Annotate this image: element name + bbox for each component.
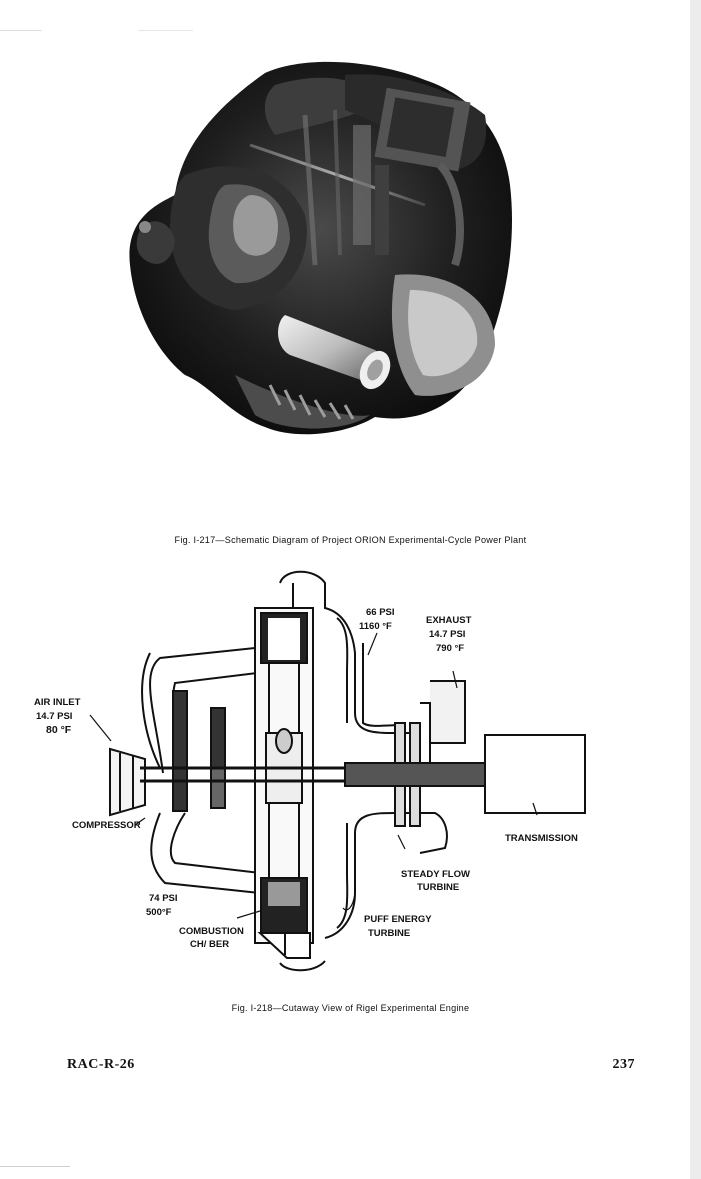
label-500-f: 500°F: [146, 907, 172, 918]
scan-artifact-top: [0, 30, 690, 31]
compressor-duct: [149, 646, 259, 774]
label-air-psi: 14.7 PSI: [36, 711, 72, 722]
report-id: RAC-R-26: [67, 1057, 135, 1072]
rigel-engine-cutaway-diagram: 66 PSI 1160 °F EXHAUST 14.7 PSI 790 °F A…: [34, 570, 586, 972]
label-74-psi: 74 PSI: [149, 893, 178, 904]
steady-flow-turbine-disc: [394, 722, 406, 764]
label-transmission: TRANSMISSION: [505, 833, 578, 844]
air-inlet-bell: [109, 747, 146, 817]
figure-217-caption: Fig. I-217—Schematic Diagram of Project …: [174, 535, 527, 546]
gear-large: [172, 690, 188, 812]
label-exhaust: EXHAUST: [426, 615, 472, 626]
label-combustion-chamber: CH/ BER: [190, 939, 229, 950]
transmission-box: [484, 734, 586, 814]
label-steady-flow-turbine: TURBINE: [417, 882, 459, 893]
label-compressor: COMPRESSOR: [72, 820, 141, 831]
scan-artifact-bottom: [0, 1166, 70, 1167]
label-combustion: COMBUSTION: [179, 926, 244, 937]
engine-photograph: [129, 61, 513, 435]
page-number: 237: [612, 1057, 635, 1072]
label-66-psi: 66 PSI: [366, 607, 395, 618]
exhaust-stack: [430, 680, 466, 744]
label-exhaust-temp: 790 °F: [436, 643, 464, 654]
label-air-inlet: AIR INLET: [34, 697, 81, 708]
label-puff-energy: PUFF ENERGY: [364, 914, 432, 925]
label-air-temp: 80 °F: [46, 724, 72, 736]
figure-218-caption: Fig. I-218—Cutaway View of Rigel Experim…: [231, 1003, 470, 1014]
label-1160-f: 1160 °F: [359, 621, 392, 632]
page-edge: [690, 0, 701, 1179]
hot-gas-duct: [279, 570, 420, 734]
label-steady-flow: STEADY FLOW: [401, 869, 470, 880]
label-puff-energy-turbine: TURBINE: [368, 928, 410, 939]
label-exhaust-psi: 14.7 PSI: [429, 629, 465, 640]
